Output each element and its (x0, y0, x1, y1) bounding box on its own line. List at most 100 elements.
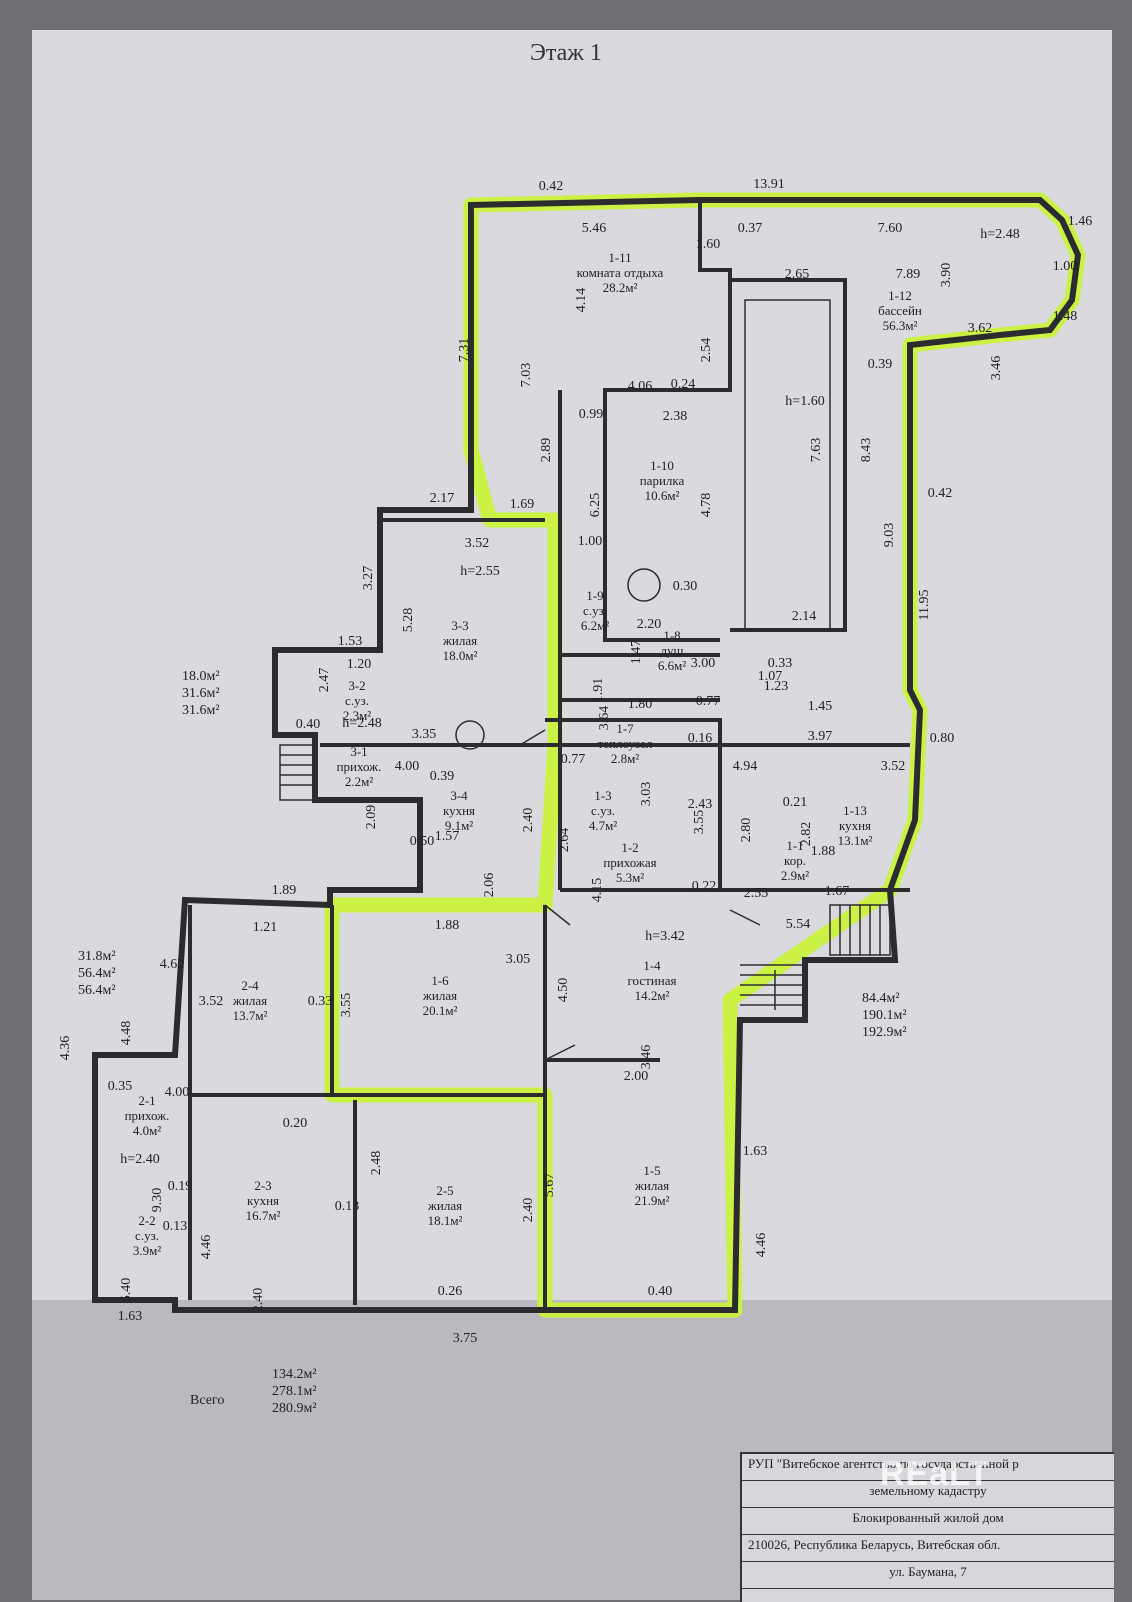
dimension-label: 1.45 (808, 699, 833, 714)
dimension-label: 0.33 (768, 656, 793, 671)
dimension-label: 4.46 (199, 1235, 214, 1260)
dimension-label: 4.00 (165, 1085, 190, 1100)
dimension-label: 1.21 (253, 920, 278, 935)
room-label: 1-4 (643, 958, 661, 973)
room-label: бассейн (878, 303, 922, 318)
dimension-label: 1.63 (743, 1144, 768, 1159)
dimension-label: 0.21 (783, 795, 808, 810)
dimension-label: 2.54 (699, 338, 714, 363)
dimension-label: 2.65 (785, 267, 810, 282)
boiler-symbol (455, 720, 485, 750)
room-label: 1-11 (608, 250, 631, 265)
dimension-label: 3.97 (808, 729, 833, 744)
dimension-label: 2.00 (624, 1069, 649, 1084)
inner-walls (188, 200, 910, 1310)
dimension-label: 0.39 (868, 357, 893, 372)
dimension-label: 3.46 (639, 1045, 654, 1070)
dimension-label: 1.00 (578, 534, 603, 549)
room-label: жилая (634, 1178, 669, 1193)
dimension-label: 0.20 (283, 1116, 308, 1131)
dimension-label: 5.40 (119, 1278, 134, 1303)
room-label: 1-1 (786, 838, 803, 853)
dimension-label: 1.53 (338, 634, 363, 649)
dimension-label: 4.50 (556, 978, 571, 1003)
dimension-label: 3.75 (453, 1331, 478, 1346)
dimension-label: 4.94 (733, 759, 758, 774)
summary-value: 192.9м² (862, 1025, 907, 1040)
dimension-label: 0.40 (648, 1284, 673, 1299)
dimension-label: 0.13 (163, 1219, 188, 1234)
summary-value: 190.1м² (862, 1008, 907, 1023)
summary-value: 31.8м² (78, 949, 116, 964)
title-block-org-cont: земельному кадастру (742, 1481, 1114, 1508)
summary-value: 56.4м² (78, 966, 116, 981)
dimension-label: 2.40 (521, 1198, 536, 1223)
dimension-label: 2.17 (430, 491, 455, 506)
dimension-label: 7.03 (519, 363, 534, 388)
dimension-label: 2.40 (521, 808, 536, 833)
room-label: 6.2м² (581, 618, 609, 633)
dimension-label: 2.55 (744, 886, 769, 901)
stairs (279, 744, 891, 1010)
highlight-outline (324, 192, 1086, 1318)
room-label: 9.1м² (445, 818, 473, 833)
room-label: 3-3 (451, 618, 468, 633)
dimension-label: 3.52 (465, 536, 490, 551)
dimension-label: 0.35 (108, 1079, 133, 1094)
room-label: жилая (427, 1198, 462, 1213)
dimension-label: 2.64 (557, 828, 572, 853)
room-label: 14.2м² (635, 988, 670, 1003)
dimension-label: 5.54 (786, 917, 811, 932)
dimension-label: 0.33 (308, 994, 333, 1009)
dimension-label: 11.95 (917, 590, 932, 621)
dimension-label: 3.52 (199, 994, 224, 1009)
summary-value: 31.6м² (182, 703, 220, 718)
summary-value: 31.6м² (182, 686, 220, 701)
dimension-label: 0.13 (335, 1199, 360, 1214)
dimension-label: 8.43 (859, 438, 874, 463)
dimension-label: 1.47 (629, 640, 644, 665)
dimension-label: 1.67 (825, 884, 850, 899)
dimension-label: 1.00 (1053, 259, 1078, 274)
height-label: h=2.48 (980, 227, 1019, 242)
dimension-label: 0.50 (410, 834, 435, 849)
dimension-label: 0.37 (738, 221, 763, 236)
room-label: кор. (784, 853, 806, 868)
watermark-logo: REaLT (880, 1455, 991, 1493)
dimension-label: 1.69 (510, 497, 535, 512)
dimension-label: 2.14 (792, 609, 817, 624)
room-label: 21.9м² (635, 1193, 670, 1208)
room-label: прихож. (337, 759, 382, 774)
room-label: с.уз. (583, 603, 607, 618)
dimension-label: 4.48 (119, 1021, 134, 1046)
summary-right: 84.4м² 190.1м² 192.9м² (862, 990, 907, 1041)
dimension-label: 7.60 (878, 221, 903, 236)
dimension-label: 3.46 (989, 356, 1004, 381)
room-label: 2-5 (436, 1183, 453, 1198)
room-label: 2.8м² (611, 751, 639, 766)
title-block-address: 210026, Республика Беларусь, Витебская о… (742, 1535, 1114, 1562)
room-label: с.уз. (345, 693, 369, 708)
title-block-org: РУП "Витебское агентство по государствен… (742, 1454, 1114, 1481)
room-label: 3.9м² (133, 1243, 161, 1258)
dimension-label: 1.89 (272, 883, 297, 898)
dimension-label: 0.42 (928, 486, 953, 501)
dimension-label: 1.91 (591, 678, 606, 703)
room-label: с.уз. (135, 1228, 159, 1243)
dimension-label: 1.88 (435, 918, 460, 933)
room-label: 1-3 (594, 788, 611, 803)
dimension-label: 1.23 (764, 679, 789, 694)
room-label: 6.6м² (658, 658, 686, 673)
dimension-label: 7.31 (457, 338, 472, 363)
dimension-label: 2.20 (637, 617, 662, 632)
dimension-label: 3.35 (412, 727, 437, 742)
dimension-label: 3.05 (506, 952, 531, 967)
room-label: 4.0м² (133, 1123, 161, 1138)
room-label: 56.3м² (883, 318, 918, 333)
room-label: 3-4 (450, 788, 468, 803)
dimension-label: 3.55 (339, 993, 354, 1018)
room-label: 3-1 (350, 744, 367, 759)
dimension-label: 3.52 (881, 759, 906, 774)
dimension-label: 5.28 (401, 608, 416, 633)
boiler-symbol (627, 568, 661, 602)
